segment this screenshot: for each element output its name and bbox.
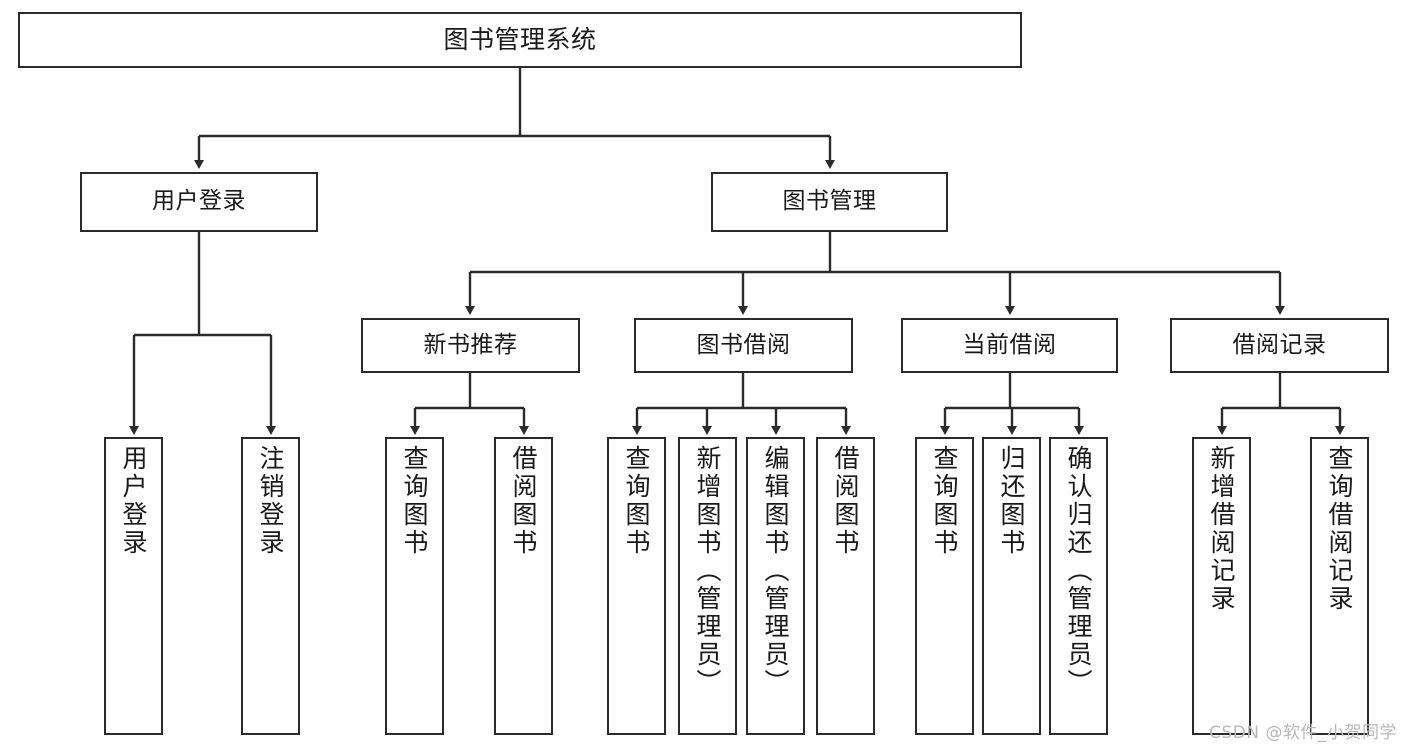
node-book-management[interactable]: 图书管理 (711, 172, 948, 232)
node-label: 编辑图书（管理员） (761, 445, 790, 697)
node-borrow-record[interactable]: 借阅记录 (1170, 318, 1389, 373)
leaf-query-book-recommend[interactable]: 查询图书 (385, 437, 444, 735)
node-label: 新增借阅记录 (1207, 445, 1236, 613)
node-label: 查询图书 (930, 445, 959, 557)
leaf-confirm-return-admin[interactable]: 确认归还（管理员） (1049, 437, 1108, 735)
node-label: 当前借阅 (962, 331, 1057, 358)
node-label: 用户登录 (119, 445, 148, 557)
node-root-system[interactable]: 图书管理系统 (18, 12, 1022, 68)
leaf-borrow-book-recommend[interactable]: 借阅图书 (494, 437, 553, 735)
leaf-edit-book-admin[interactable]: 编辑图书（管理员） (746, 437, 805, 735)
leaf-user-login[interactable]: 用户登录 (104, 437, 163, 735)
leaf-add-borrow-record[interactable]: 新增借阅记录 (1192, 437, 1251, 735)
node-label: 归还图书 (997, 445, 1026, 557)
node-label: 新书推荐 (423, 331, 518, 358)
leaf-query-book-borrow[interactable]: 查询图书 (607, 437, 666, 735)
leaf-add-book-admin[interactable]: 新增图书（管理员） (678, 437, 737, 735)
leaf-query-borrow-record[interactable]: 查询借阅记录 (1310, 437, 1369, 735)
node-label: 确认归还（管理员） (1064, 445, 1093, 697)
node-label: 查询图书 (400, 445, 429, 557)
node-label: 借阅图书 (509, 445, 538, 557)
node-label: 借阅记录 (1232, 331, 1327, 358)
node-new-book-recommend[interactable]: 新书推荐 (361, 318, 580, 373)
node-label: 用户登录 (152, 188, 246, 215)
node-user-login[interactable]: 用户登录 (80, 172, 318, 232)
node-label: 图书管理 (782, 188, 877, 215)
leaf-logout-login[interactable]: 注销登录 (241, 437, 300, 735)
node-label: 查询图书 (622, 445, 651, 557)
node-label: 借阅图书 (831, 445, 860, 557)
node-label: 查询借阅记录 (1325, 445, 1354, 613)
leaf-query-book-current[interactable]: 查询图书 (915, 437, 974, 735)
node-label: 注销登录 (256, 445, 285, 557)
node-label: 新增图书（管理员） (693, 445, 722, 697)
node-book-borrow[interactable]: 图书借阅 (634, 318, 853, 373)
node-label: 图书管理系统 (443, 25, 597, 54)
leaf-borrow-book-borrow[interactable]: 借阅图书 (816, 437, 875, 735)
leaf-return-book[interactable]: 归还图书 (982, 437, 1041, 735)
node-current-borrow[interactable]: 当前借阅 (901, 318, 1118, 373)
node-label: 图书借阅 (696, 331, 791, 358)
watermark: CSDN @软件_小贺同学 (1209, 723, 1397, 743)
